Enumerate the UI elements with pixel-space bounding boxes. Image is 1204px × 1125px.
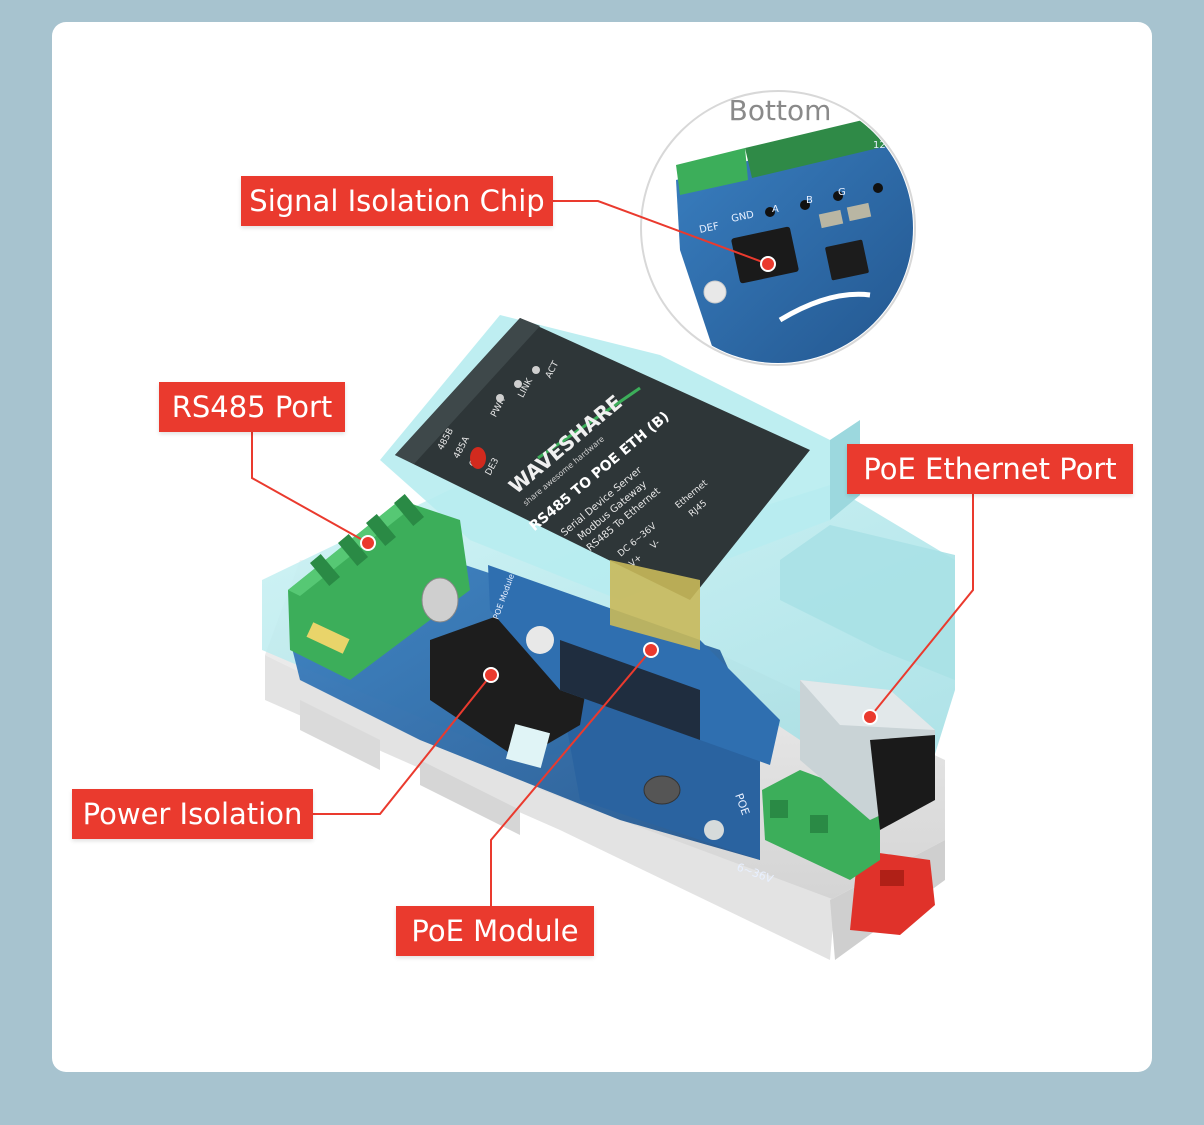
- rj45-port: [800, 680, 935, 830]
- callout-signal-isolation-chip: Signal Isolation Chip: [241, 176, 553, 226]
- callout-poe-ethernet-port: PoE Ethernet Port: [847, 444, 1133, 494]
- inset-label-b: B: [806, 195, 813, 206]
- inset-label-g: G: [838, 187, 846, 198]
- inset-bottom-label: Bottom: [728, 94, 832, 127]
- rs485-terminal: [288, 494, 470, 680]
- din-clip: [850, 850, 935, 935]
- leader-dots: [360, 256, 878, 725]
- device: WAVESHARE share awesome hardware RS485 T…: [262, 315, 955, 960]
- inset-pcb: [676, 120, 913, 363]
- inset-label-a: A: [772, 204, 779, 215]
- poe-module-board: POE Module: [488, 565, 780, 765]
- pwr-led: [470, 447, 486, 469]
- leader-lines: [251, 200, 974, 906]
- inset-label-def: DEF: [698, 221, 720, 236]
- bottom-inset: DEF GND A B G 120R: [640, 90, 916, 366]
- callout-power-isolation: Power Isolation: [72, 789, 313, 839]
- label-panel: [395, 318, 810, 600]
- signal-isolation-chip: [731, 226, 799, 284]
- callout-rs485-port: RS485 Port: [159, 382, 345, 432]
- inset-label-gnd: GND: [730, 209, 755, 225]
- callout-poe-module: PoE Module: [396, 906, 594, 956]
